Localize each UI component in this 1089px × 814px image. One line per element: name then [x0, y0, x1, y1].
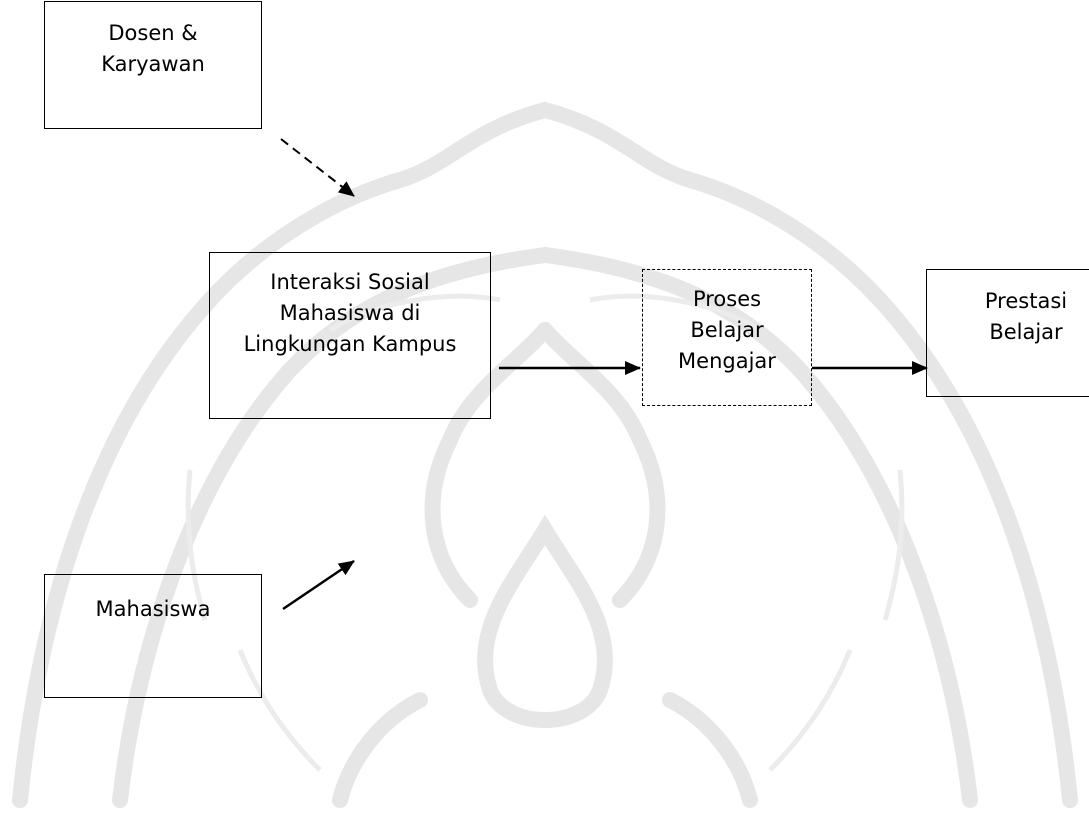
node-label: Belajar	[989, 320, 1063, 344]
node-label: Lingkungan Kampus	[243, 332, 457, 356]
node-label: Mengajar	[678, 349, 776, 373]
node-label: Karyawan	[101, 52, 205, 76]
node-label: Mahasiswa di	[279, 301, 421, 325]
node-label: Belajar	[690, 318, 764, 342]
node-proses-belajar-mengajar: Proses Belajar Mengajar	[642, 269, 812, 406]
node-label: Dosen &	[108, 21, 198, 45]
node-label: Mahasiswa	[95, 597, 211, 621]
node-label: Proses	[692, 287, 762, 311]
node-label: Interaksi Sosial	[270, 270, 430, 294]
arrow-dosen-to-interaksi	[280, 138, 355, 197]
node-mahasiswa: Mahasiswa	[44, 574, 262, 698]
node-label: Prestasi	[984, 289, 1068, 313]
node-interaksi-sosial: Interaksi Sosial Mahasiswa di Lingkungan…	[209, 252, 491, 419]
node-dosen-karyawan: Dosen & Karyawan	[44, 1, 262, 129]
arrow-mahasiswa-to-interaksi	[282, 559, 355, 611]
node-prestasi-belajar: Prestasi Belajar	[926, 269, 1089, 397]
